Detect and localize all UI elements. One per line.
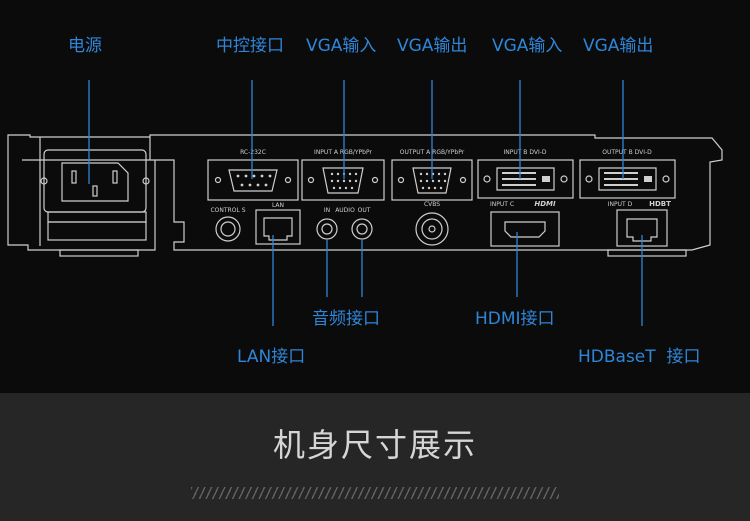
callout-lan-port: LAN接口 xyxy=(237,347,306,367)
callout-lines xyxy=(88,80,643,326)
rear-panel-area xyxy=(0,0,750,393)
callout-vga-out-2: VGA输出 xyxy=(583,36,654,56)
decorative-hatch-divider xyxy=(191,487,559,499)
callout-audio-port: 音频接口 xyxy=(312,309,380,329)
foot-left xyxy=(59,249,139,257)
label-output-b: OUTPUT B DVI-D xyxy=(602,149,652,156)
hdmi-logo: HDMI xyxy=(534,200,556,208)
label-audio: AUDIO xyxy=(335,207,355,214)
label-input-a: INPUT A RGB/YPbPr xyxy=(314,149,372,156)
vga-input-a-port xyxy=(301,159,385,201)
lan-port xyxy=(255,209,301,245)
label-control-s: CONTROL S xyxy=(210,207,245,214)
chassis-outline xyxy=(7,134,723,251)
label-audio-out: OUT xyxy=(358,207,371,214)
rs232-port xyxy=(207,159,299,201)
callout-hdbaset-port: HDBaseT 接口 xyxy=(578,347,701,367)
vga-output-a-port xyxy=(391,159,473,201)
callout-power: 电源 xyxy=(68,36,102,56)
rear-panel-drawing: RC-232C INPUT A RGB/YPbPr OUTPUT A RGB/Y… xyxy=(7,80,723,326)
label-audio-in: IN xyxy=(324,207,330,214)
label-input-d: INPUT D xyxy=(608,201,633,208)
dvi-input-b-port xyxy=(477,159,574,199)
cvbs-port xyxy=(415,212,449,246)
callout-vga-in-1: VGA输入 xyxy=(306,36,377,56)
dvi-output-b-port xyxy=(579,159,676,199)
power-inlet xyxy=(40,149,150,241)
control-s-jack xyxy=(215,216,241,242)
hdmi-port xyxy=(490,211,560,247)
callout-control-port: 中控接口 xyxy=(216,36,284,56)
label-input-c: INPUT C xyxy=(490,201,514,208)
footer-title: 机身尺寸展示 xyxy=(272,426,477,464)
label-rs232: RC-232C xyxy=(240,149,266,156)
foot-right xyxy=(607,249,687,257)
footer-band xyxy=(0,393,750,521)
callout-vga-in-2: VGA输入 xyxy=(492,36,563,56)
label-lan: LAN xyxy=(272,202,284,209)
callout-hdmi-port: HDMI接口 xyxy=(475,309,555,329)
label-cvbs: CVBS xyxy=(424,201,440,208)
hdbt-logo: HDBT xyxy=(649,200,671,208)
callout-vga-out-1: VGA输出 xyxy=(397,36,468,56)
label-input-b: INPUT B DVI-D xyxy=(503,149,546,156)
audio-jacks xyxy=(316,218,373,240)
